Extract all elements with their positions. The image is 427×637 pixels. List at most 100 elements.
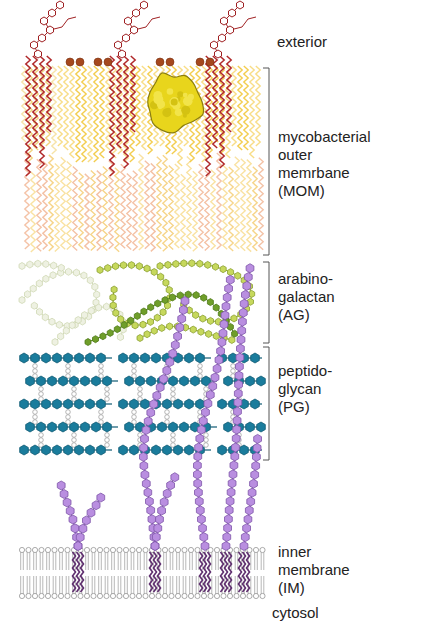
lipid-head [234,547,239,552]
sugar-unit [223,533,231,542]
lipid-tail [40,576,43,596]
lipid-tail [216,576,219,596]
peptide-unit [39,433,44,438]
mycolic-chain [97,171,101,251]
arabinan-unit [81,272,87,279]
peptide-unit [132,369,137,374]
arabinan-unit [167,323,173,330]
sugar-unit [199,416,207,425]
lipid-head [39,593,44,598]
mycolic-chain [232,66,236,146]
head-group-dot [66,58,74,66]
sugar-unit [71,524,79,533]
arabinan-unit [104,303,110,310]
sugar-unit [233,425,241,434]
head-group-dot [94,58,102,66]
sugar-ring [39,34,46,42]
sugar-ring [123,34,130,42]
mycolic-chain [157,157,161,249]
lipid-head [227,593,232,598]
layer-bracket [263,262,269,343]
lipid-head [117,547,122,552]
sugar-unit [178,314,186,323]
lipid-head [162,547,167,552]
arabinan-unit [208,317,214,324]
lipid-head [162,593,167,598]
peptide-unit [39,392,44,397]
sugar-unit-link [226,268,250,546]
sugar-unit [74,542,82,551]
sugar-unit [141,434,149,443]
layer-label: arabino- galactan (AG) [278,270,335,324]
sugar-unit [228,479,236,488]
glycan-unit [251,353,260,363]
lipid-head [136,547,141,552]
arabinan-unit [58,333,64,340]
anchor-lipid [221,552,224,592]
arabinan-unit [163,279,169,286]
mycolic-chain [205,171,209,251]
sugar-unit [224,524,232,533]
lipid-head [169,547,174,552]
sugar-unit [220,320,228,329]
sugar-unit [195,497,203,506]
peptide-unit [66,364,71,369]
lipid-head [214,593,219,598]
lipid-tail [118,550,121,570]
sugar-unit [241,533,249,542]
peptide-unit [198,369,203,374]
sugar-unit [227,488,235,497]
glycan-unit [53,445,62,455]
peptide-unit [105,438,110,443]
glycolipid [26,1,76,176]
glycan-unit [53,399,62,409]
arabinan-unit [157,263,163,270]
arabinan-unit [193,312,199,319]
lipid-tail [27,576,30,596]
glycan-unit [86,445,95,455]
lipid-tail [60,550,63,570]
arabinan-unit [51,262,57,269]
porin-texture [177,91,183,97]
glycan-unit [246,376,255,386]
sugar-unit [243,524,251,533]
galactan-unit [232,330,238,337]
mycolic-chain [211,170,215,250]
galactan-unit [121,322,127,329]
lipid-head [123,547,128,552]
arabinan-unit [82,312,88,319]
lipid-head [58,593,63,598]
mycolic-chain [145,161,149,249]
lipid-head [26,593,31,598]
sugar-unit [232,434,240,443]
peptide-unit [72,438,77,443]
sugar-unit [234,398,242,407]
arabinan-unit [189,260,195,267]
inner-membrane [19,547,265,598]
peptide-unit [138,387,143,392]
arabinan-unit [158,273,164,280]
arabinan-unit [198,328,204,335]
galactan-unit [114,326,120,333]
lipid-tail [53,550,56,570]
mycolic-chain [58,66,62,146]
glycan-unit [163,399,172,409]
arabinan-unit [118,316,124,323]
anchor-lipid [77,552,80,592]
anchor-lipid [81,552,84,592]
arabinan-unit-link [100,265,170,325]
lipid-head [97,593,102,598]
lipid-tail [138,550,141,570]
porin-texture [183,114,187,118]
sugar-unit [163,366,171,375]
peptide-unit [72,433,77,438]
arabinan-unit [229,337,235,344]
arabinan-unit [42,314,48,321]
sugar-unit [195,488,203,497]
anchor-lipid [204,552,207,592]
glycan-unit [152,353,161,363]
sugar-unit [234,407,242,416]
sugar-unit [142,479,150,488]
sugar-unit [156,515,164,524]
glycan-unit [70,422,79,432]
